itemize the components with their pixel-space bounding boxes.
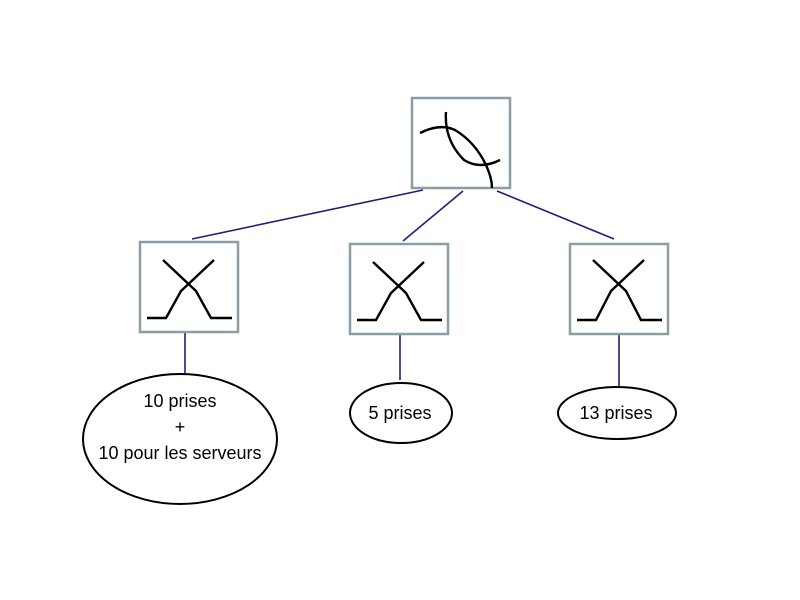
link-router-switch-3: [496, 190, 615, 240]
outlet-group-2: 5 prises: [349, 382, 453, 444]
switch-node-2: [348, 242, 450, 336]
link-router-switch-2: [402, 190, 464, 242]
outlet-group-1: 10 prises + 10 pour les serveurs: [82, 373, 278, 505]
outlet-group-2-label: 5 prises: [368, 403, 431, 423]
switch-node-3: [568, 242, 670, 336]
outlet-group-1-line-1: 10 prises: [143, 391, 216, 411]
router-icon: [419, 111, 501, 189]
switch-node-1: [138, 240, 240, 334]
switch-icon: [577, 259, 662, 322]
link-router-switch-1: [191, 189, 424, 240]
outlet-group-1-line-3: 10 pour les serveurs: [98, 443, 261, 463]
switch-icon: [147, 259, 232, 320]
outlet-group-3: 13 prises: [557, 386, 677, 440]
switch-icon: [357, 261, 442, 322]
outlet-group-1-line-2: +: [175, 417, 186, 437]
router-node: [410, 96, 512, 190]
outlet-group-3-label: 13 prises: [579, 403, 652, 423]
